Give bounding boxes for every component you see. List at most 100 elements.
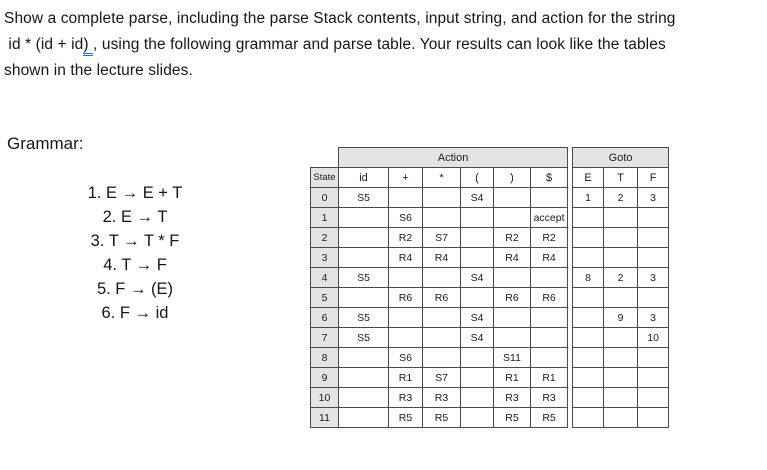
action-cell: R1 xyxy=(493,367,531,388)
action-cell xyxy=(529,327,569,348)
state-number-cell: 6 xyxy=(310,307,339,328)
action-cell: S6 xyxy=(388,207,423,228)
action-cell xyxy=(460,407,494,428)
goto-cell xyxy=(637,347,670,368)
action-cell: R6 xyxy=(493,287,531,308)
action-cell: R4 xyxy=(493,247,531,268)
goto-cell xyxy=(572,287,605,308)
goto-cell xyxy=(603,207,639,228)
goto-cell xyxy=(603,367,639,388)
terminal-header: $ xyxy=(529,167,569,188)
assignment-text-line1: Show a complete parse, including the par… xyxy=(4,10,676,27)
goto-cell xyxy=(572,247,605,268)
action-cell: R3 xyxy=(422,387,461,408)
assignment-text-line3: shown in the lecture slides. xyxy=(4,62,193,79)
action-cell xyxy=(529,187,569,208)
action-cell: S5 xyxy=(338,307,389,328)
action-cell: R5 xyxy=(422,407,461,428)
goto-cell xyxy=(637,407,670,428)
action-cell xyxy=(529,347,569,368)
terminal-header: * xyxy=(422,167,461,188)
state-number-cell: 0 xyxy=(310,187,339,208)
state-number-cell: 5 xyxy=(310,287,339,308)
action-cell xyxy=(422,327,461,348)
input-string-text: id * (id + id xyxy=(4,36,84,53)
assignment-text-line2: id * (id + id) , using the following gra… xyxy=(4,32,764,58)
terminal-header: ) xyxy=(493,167,531,188)
goto-cell: 3 xyxy=(637,267,670,288)
terminal-header: id xyxy=(338,167,389,188)
goto-cell xyxy=(637,387,670,408)
action-cell: S6 xyxy=(388,347,423,368)
goto-cell: 8 xyxy=(572,267,605,288)
action-cell: S5 xyxy=(338,187,389,208)
table-symbol-row: State id + * ( ) $ E T F xyxy=(310,167,670,188)
grammar-rule: 3. T → T * F xyxy=(90,232,180,250)
goto-cell xyxy=(572,367,605,388)
grammar-rule-list: 1. E → E + T 2. E → T 3. T → T * F 4. T … xyxy=(40,181,230,325)
action-cell xyxy=(338,227,389,248)
goto-cell xyxy=(603,247,639,268)
grammar-rule: 1. E → E + T xyxy=(87,184,183,202)
action-cell: R4 xyxy=(388,247,423,268)
goto-cell xyxy=(603,227,639,248)
goto-cell xyxy=(603,287,639,308)
state-column-header: State xyxy=(310,167,339,188)
action-cell xyxy=(460,347,494,368)
action-cell: R3 xyxy=(529,387,569,408)
goto-cell: 3 xyxy=(637,187,670,208)
action-cell: R3 xyxy=(388,387,423,408)
grammar-rule: 4. T → F xyxy=(103,256,167,274)
goto-section-header: Goto xyxy=(572,147,670,168)
proofing-flagged-text: ) xyxy=(83,36,94,56)
state-number-cell: 8 xyxy=(310,347,339,368)
goto-cell xyxy=(572,327,605,348)
action-cell xyxy=(422,267,461,288)
action-cell: S5 xyxy=(338,267,389,288)
action-cell: R5 xyxy=(388,407,423,428)
goto-cell: 1 xyxy=(572,187,605,208)
goto-cell: 10 xyxy=(637,327,670,348)
action-cell: S4 xyxy=(460,307,494,328)
action-cell xyxy=(388,187,423,208)
assignment-text: Show a complete parse, including the par… xyxy=(4,6,764,84)
action-cell: R1 xyxy=(529,367,569,388)
action-cell xyxy=(422,307,461,328)
action-cell xyxy=(422,187,461,208)
goto-cell xyxy=(572,307,605,328)
action-cell: R2 xyxy=(529,227,569,248)
goto-cell: 3 xyxy=(637,307,670,328)
goto-cell xyxy=(572,387,605,408)
goto-cell xyxy=(637,367,670,388)
action-cell xyxy=(460,287,494,308)
grammar-heading: Grammar: xyxy=(7,134,84,153)
action-cell xyxy=(338,287,389,308)
goto-cell xyxy=(603,407,639,428)
state-number-cell: 11 xyxy=(310,407,339,428)
goto-cell xyxy=(572,207,605,228)
terminal-header: + xyxy=(388,167,423,188)
action-cell xyxy=(529,267,569,288)
nonterminal-header: E xyxy=(572,167,605,188)
action-cell xyxy=(493,327,531,348)
action-cell: R2 xyxy=(493,227,531,248)
action-cell: S7 xyxy=(422,367,461,388)
goto-cell xyxy=(572,407,605,428)
action-cell: accept xyxy=(529,207,569,228)
action-cell xyxy=(388,307,423,328)
action-cell: S4 xyxy=(460,267,494,288)
nonterminal-header: T xyxy=(603,167,639,188)
state-number-cell: 2 xyxy=(310,227,339,248)
goto-cell xyxy=(603,327,639,348)
state-number-cell: 4 xyxy=(310,267,339,288)
action-cell: S4 xyxy=(460,187,494,208)
